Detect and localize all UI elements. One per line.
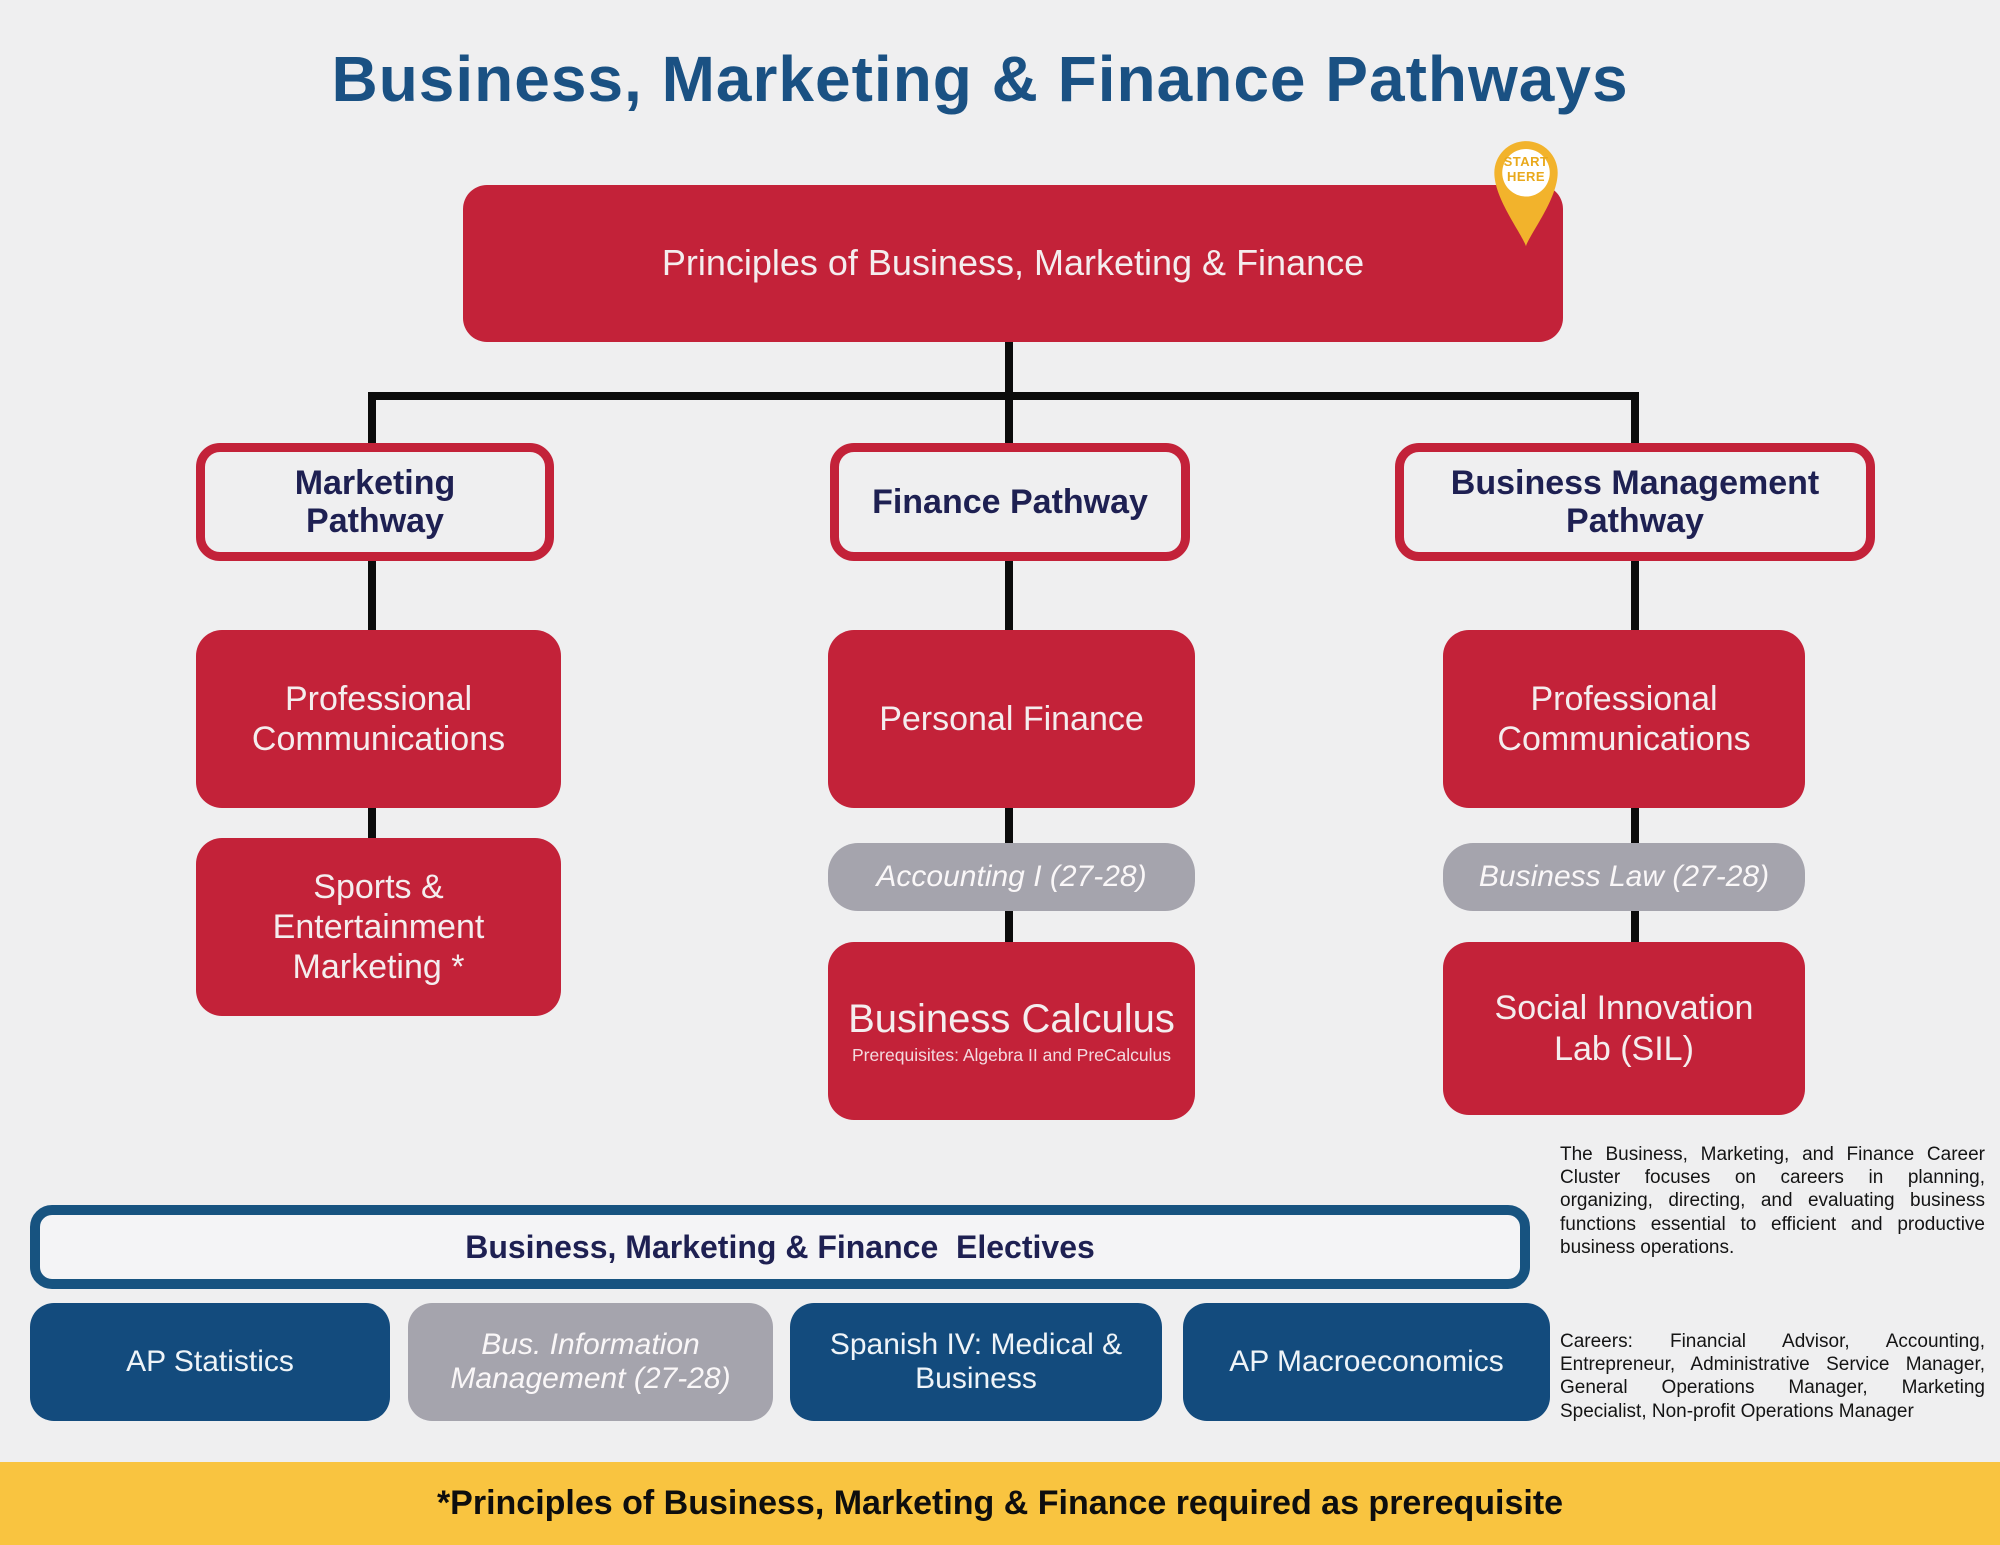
connector-line <box>368 557 376 633</box>
elective-box-spanish-iv: Spanish IV: Medical & Business <box>790 1303 1162 1421</box>
business-management-pathway-header: Business Management Pathway <box>1395 443 1875 561</box>
start-here-pin-icon: START HERE <box>1490 138 1562 250</box>
career-cluster-description: The Business, Marketing, and Finance Car… <box>1560 1144 1985 1258</box>
map-pin-icon <box>1494 141 1558 247</box>
course-box-business-law: Business Law (27-28) <box>1443 843 1805 911</box>
course-box-accounting-1: Accounting I (27-28) <box>828 843 1195 911</box>
course-box-professional-communications-bm: Professional Communications <box>1443 630 1805 808</box>
marketing-pathway-header: Marketing Pathway <box>196 443 554 561</box>
business-calculus-title: Business Calculus <box>848 997 1175 1042</box>
connector-line <box>368 392 1639 400</box>
connector-line <box>1631 908 1639 946</box>
root-course-label: Principles of Business, Marketing & Fina… <box>661 242 1365 284</box>
course-box-sports-entertainment-marketing: Sports & Entertainment Marketing * <box>196 838 561 1016</box>
connector-line <box>1005 342 1013 398</box>
connector-line <box>368 396 376 446</box>
elective-box-ap-macroeconomics: AP Macroeconomics <box>1183 1303 1550 1421</box>
connector-line <box>1005 804 1013 846</box>
root-course-box: Principles of Business, Marketing & Fina… <box>463 185 1563 342</box>
electives-header: Business, Marketing & Finance Electives <box>30 1205 1530 1289</box>
elective-box-ap-statistics: AP Statistics <box>30 1303 390 1421</box>
careers-list: Careers: Financial Advisor, Accounting, … <box>1560 1331 1985 1422</box>
course-box-business-calculus: Business Calculus Prerequisites: Algebra… <box>828 942 1195 1120</box>
course-box-professional-communications-marketing: Professional Communications <box>196 630 561 808</box>
connector-line <box>1631 804 1639 846</box>
prerequisite-note: *Principles of Business, Marketing & Fin… <box>436 1484 1564 1522</box>
start-here-label: START HERE <box>1503 154 1549 184</box>
connector-line <box>368 804 376 842</box>
business-calculus-prerequisites: Prerequisites: Algebra II and PreCalculu… <box>851 1045 1172 1066</box>
footer-bar: *Principles of Business, Marketing & Fin… <box>0 1462 2000 1545</box>
course-box-social-innovation-lab: Social Innovation Lab (SIL) <box>1443 942 1805 1115</box>
connector-line <box>1005 557 1013 633</box>
page-title: Business, Marketing & Finance Pathways <box>331 43 1629 115</box>
connector-line <box>1631 396 1639 446</box>
connector-line <box>1631 557 1639 633</box>
finance-pathway-header: Finance Pathway <box>830 443 1190 561</box>
elective-box-bus-information-management: Bus. Information Management (27-28) <box>408 1303 773 1421</box>
connector-line <box>1005 908 1013 946</box>
connector-line <box>1005 396 1013 446</box>
course-box-personal-finance: Personal Finance <box>828 630 1195 808</box>
